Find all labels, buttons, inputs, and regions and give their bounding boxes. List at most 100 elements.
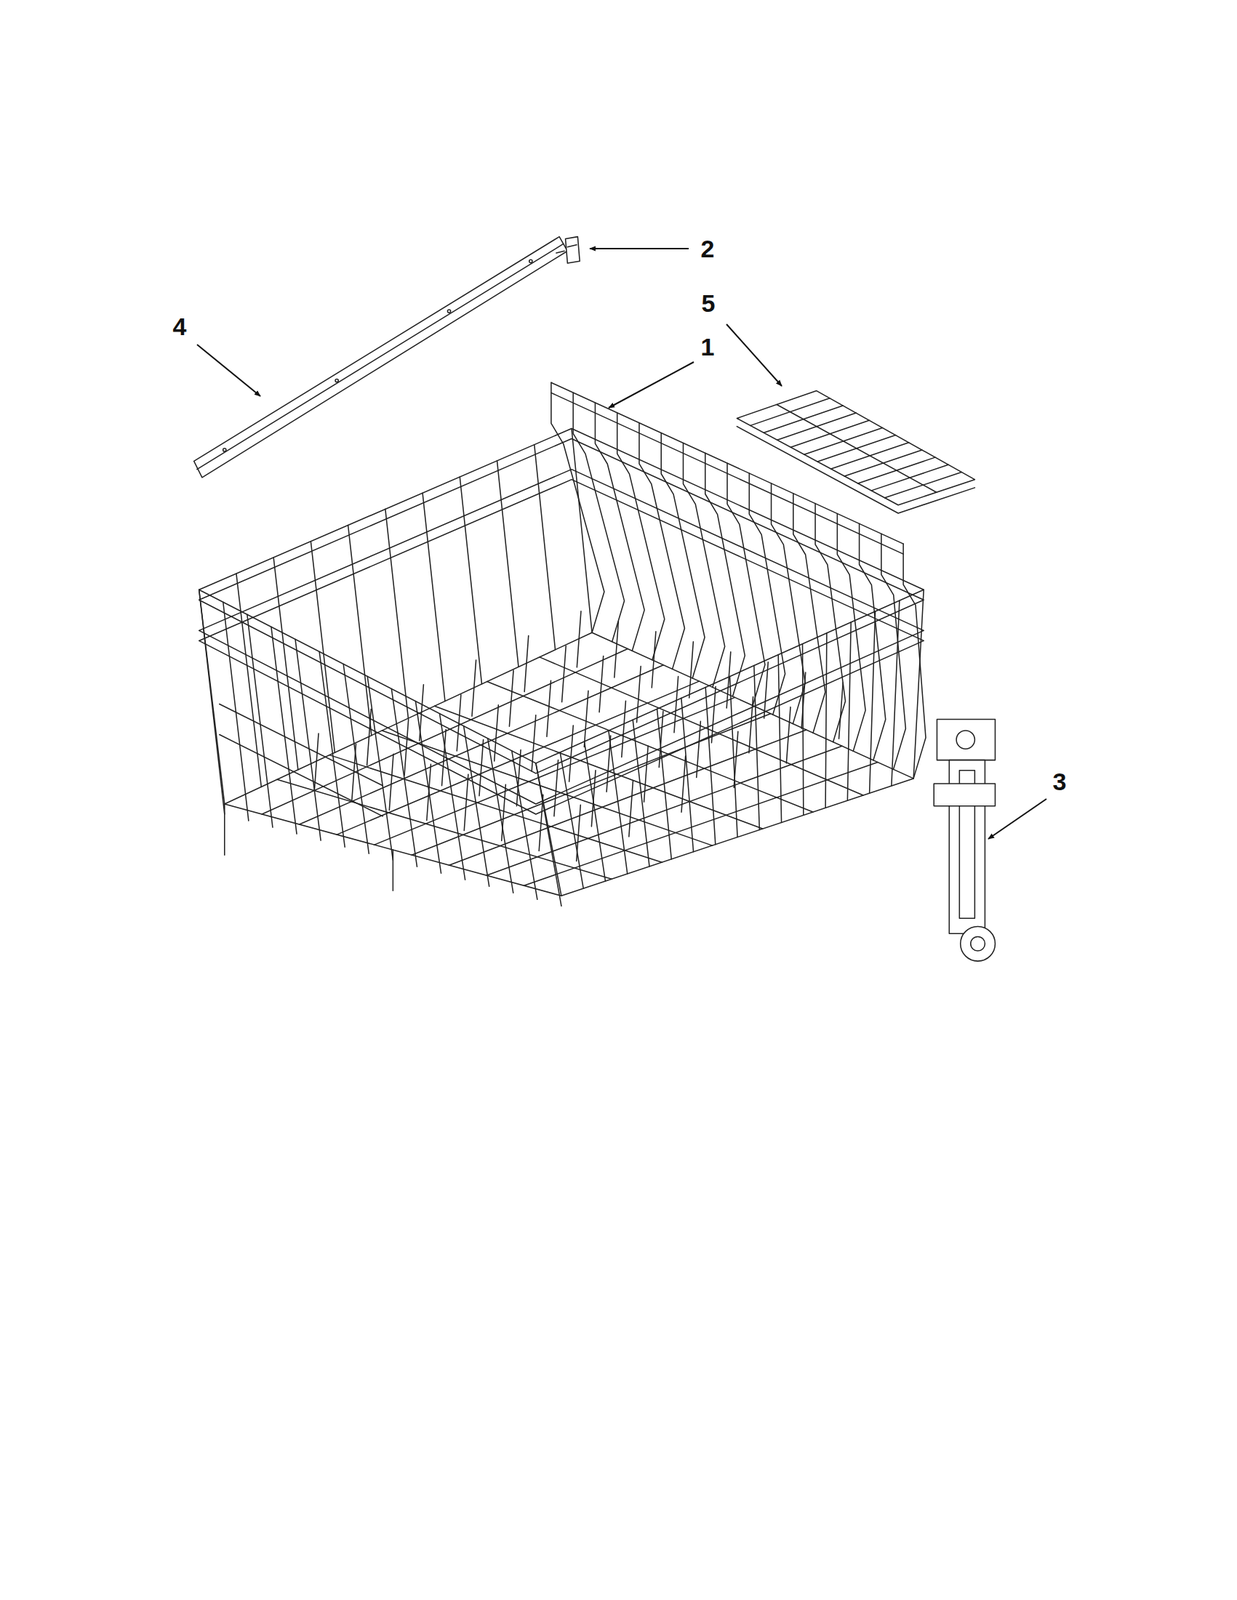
rack-wire	[459, 477, 482, 685]
shelf-spine	[776, 404, 937, 493]
rack-floor	[224, 632, 914, 896]
rack-tine	[314, 733, 319, 790]
leader-arrow	[726, 324, 782, 387]
floor-wire	[336, 681, 699, 835]
rack-tine	[629, 781, 634, 838]
rack-wire	[754, 666, 760, 831]
rack-tine	[681, 756, 686, 813]
fold-rod	[219, 735, 384, 817]
rack-wire	[487, 738, 514, 894]
callout-number: 5	[701, 290, 716, 316]
rack-tine	[471, 660, 477, 717]
rack-wire	[199, 589, 225, 805]
rack-wire	[391, 689, 417, 868]
rail-hole	[223, 448, 227, 452]
wheel-hub	[970, 936, 986, 952]
rack-wire	[705, 687, 716, 845]
rack-wire	[730, 677, 739, 838]
rail-hole	[447, 309, 451, 313]
leader-arrow	[197, 344, 261, 397]
leader-arrow	[608, 362, 694, 408]
parts-drawing	[194, 237, 996, 963]
adjuster-button	[956, 730, 975, 750]
callout-number: 3	[1053, 769, 1067, 795]
rack-tine	[786, 707, 791, 764]
rack-tine	[463, 774, 469, 831]
rack-wire	[847, 622, 851, 801]
rack-leg	[223, 804, 226, 856]
floor-wire	[523, 762, 878, 887]
plate-wire	[617, 413, 665, 661]
rack-rim	[199, 428, 925, 763]
plate-wire	[771, 483, 806, 725]
floor-wire	[329, 755, 662, 864]
callout-number: 4	[173, 314, 187, 339]
rack-wire	[535, 763, 562, 896]
rack-rim	[199, 479, 925, 815]
rack-wire	[657, 709, 672, 860]
cup-shelf	[736, 391, 975, 506]
plate-wire	[749, 473, 785, 715]
rack-wire	[778, 655, 782, 824]
plate-wire	[903, 543, 926, 779]
plate-wire	[682, 442, 725, 688]
rack-tine	[509, 670, 514, 727]
rack-wire	[223, 602, 249, 822]
plate-wire	[551, 382, 605, 633]
plate-wire	[881, 533, 907, 770]
plate-wire	[594, 402, 645, 651]
floor-wire	[487, 682, 814, 813]
rack-wire	[535, 763, 562, 907]
floor-wire	[374, 697, 736, 846]
rack-wire	[199, 589, 225, 815]
adjuster-head	[936, 719, 995, 760]
rack-wire	[271, 626, 297, 835]
rack-wire	[463, 726, 490, 888]
rail-hole	[529, 259, 533, 263]
rack-wire	[632, 719, 650, 867]
rack-tine	[546, 680, 552, 737]
rack-wire	[584, 741, 606, 882]
cup-shelf-edge	[736, 426, 975, 514]
rack-wire	[681, 698, 694, 852]
rack-wire	[348, 525, 372, 736]
rack-wire	[497, 461, 519, 668]
rack-tine	[637, 666, 642, 723]
rack-tine	[674, 677, 679, 734]
rack-wire	[571, 428, 592, 633]
rack-tine	[562, 645, 567, 702]
rack-wire	[439, 714, 466, 881]
rack-tine	[524, 635, 529, 692]
plate-wire	[815, 503, 846, 743]
rack-wire	[343, 663, 369, 854]
rack-rim	[199, 469, 925, 805]
rack-tine	[621, 701, 627, 758]
rail-hole	[335, 378, 339, 382]
rack-wire	[422, 493, 446, 702]
rack-wire	[415, 701, 441, 875]
adjuster-clip	[933, 783, 995, 807]
rack-tine	[554, 760, 559, 817]
rack-tine	[583, 690, 589, 747]
floor-wire	[486, 746, 843, 876]
rack-wire	[247, 614, 273, 828]
fold-rod	[219, 703, 384, 786]
adjuster-wheel	[960, 926, 996, 962]
rack-tine	[389, 754, 394, 811]
rack-wire	[295, 639, 321, 841]
rack-wire	[511, 751, 538, 901]
leader-arrow	[589, 247, 689, 250]
rack-wire	[319, 651, 345, 848]
callout-number: 2	[701, 236, 715, 262]
plate-wire	[639, 423, 685, 670]
leader-arrow	[988, 799, 1047, 840]
rail-stop-clip	[565, 237, 581, 264]
callout-number: 1	[701, 334, 715, 360]
clip-pin	[556, 250, 565, 254]
rack-wire	[534, 445, 556, 651]
rack-tine	[576, 611, 582, 668]
rack-rim	[199, 439, 925, 774]
rack-wire	[608, 730, 628, 875]
